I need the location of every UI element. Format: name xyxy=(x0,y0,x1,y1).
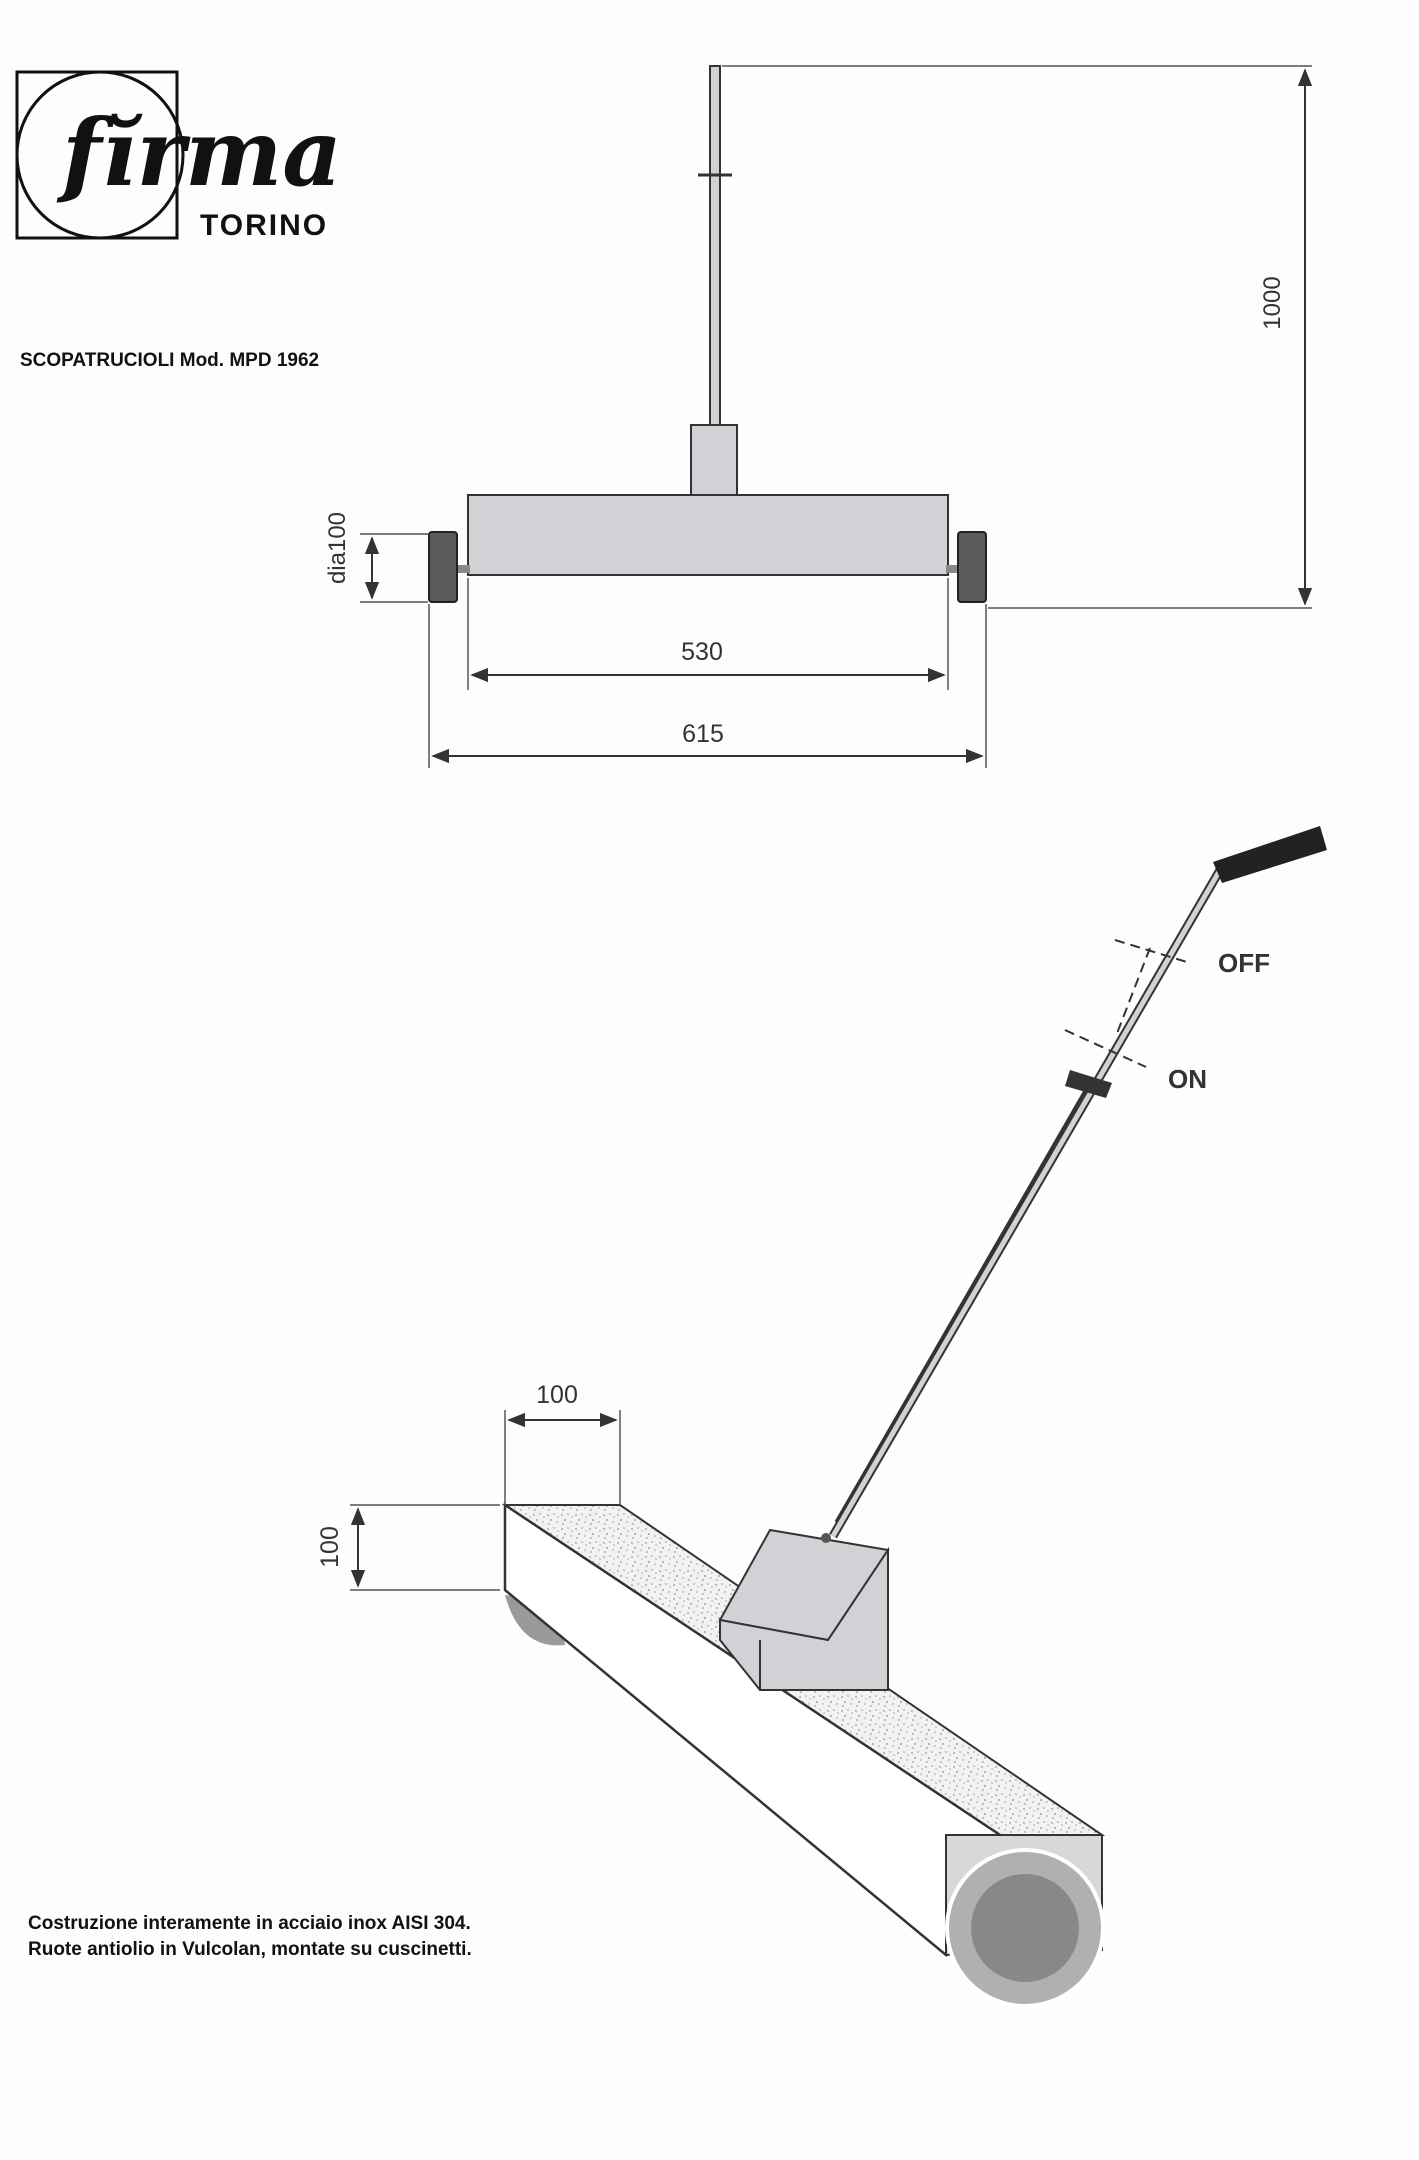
note-line-2: Ruote antiolio in Vulcolan, montate su c… xyxy=(28,1939,472,1960)
handle-rod-inner xyxy=(834,1081,1092,1523)
handle-grip xyxy=(1213,826,1327,883)
logo-brand: fĭrma xyxy=(56,99,342,207)
magnet-body xyxy=(467,494,949,576)
perspective-view: OFF ON 100 100 xyxy=(316,826,1327,2008)
lever-on-label: ON xyxy=(1168,1064,1207,1094)
wheel-right xyxy=(957,531,987,603)
firma-logo: fĭrma TORINO xyxy=(15,70,342,242)
product-title: SCOPATRUCIOLI Mod. MPD 1962 xyxy=(20,350,319,371)
housing-front xyxy=(719,1546,889,1691)
pw-dim-label: 100 xyxy=(536,1381,578,1409)
handle-rod xyxy=(709,65,721,427)
inner-dim-label: 530 xyxy=(681,638,723,666)
ph-dim-label: 100 xyxy=(316,1526,344,1568)
height-dim-label: 1000 xyxy=(1259,276,1286,329)
handle-socket xyxy=(690,424,738,496)
handle-rod-outer-fill xyxy=(830,868,1223,1538)
note-line-1: Costruzione interamente in acciaio inox … xyxy=(28,1913,471,1934)
housing-pivot xyxy=(821,1533,831,1543)
outer-dim-label: 615 xyxy=(682,720,724,748)
axle-right xyxy=(946,565,960,573)
axle-left xyxy=(456,565,470,573)
lever-on xyxy=(1065,1070,1112,1098)
front-view: 1000 dia100 530 615 xyxy=(324,65,1313,768)
lever-off-label: OFF xyxy=(1218,948,1270,978)
roller-inner xyxy=(971,1874,1079,1982)
logo-city: TORINO xyxy=(200,209,328,242)
lever-off-guide xyxy=(1114,939,1191,964)
wheel-left xyxy=(428,531,458,603)
logo-circle xyxy=(15,70,185,240)
wheel-dim-label: dia100 xyxy=(324,512,351,584)
